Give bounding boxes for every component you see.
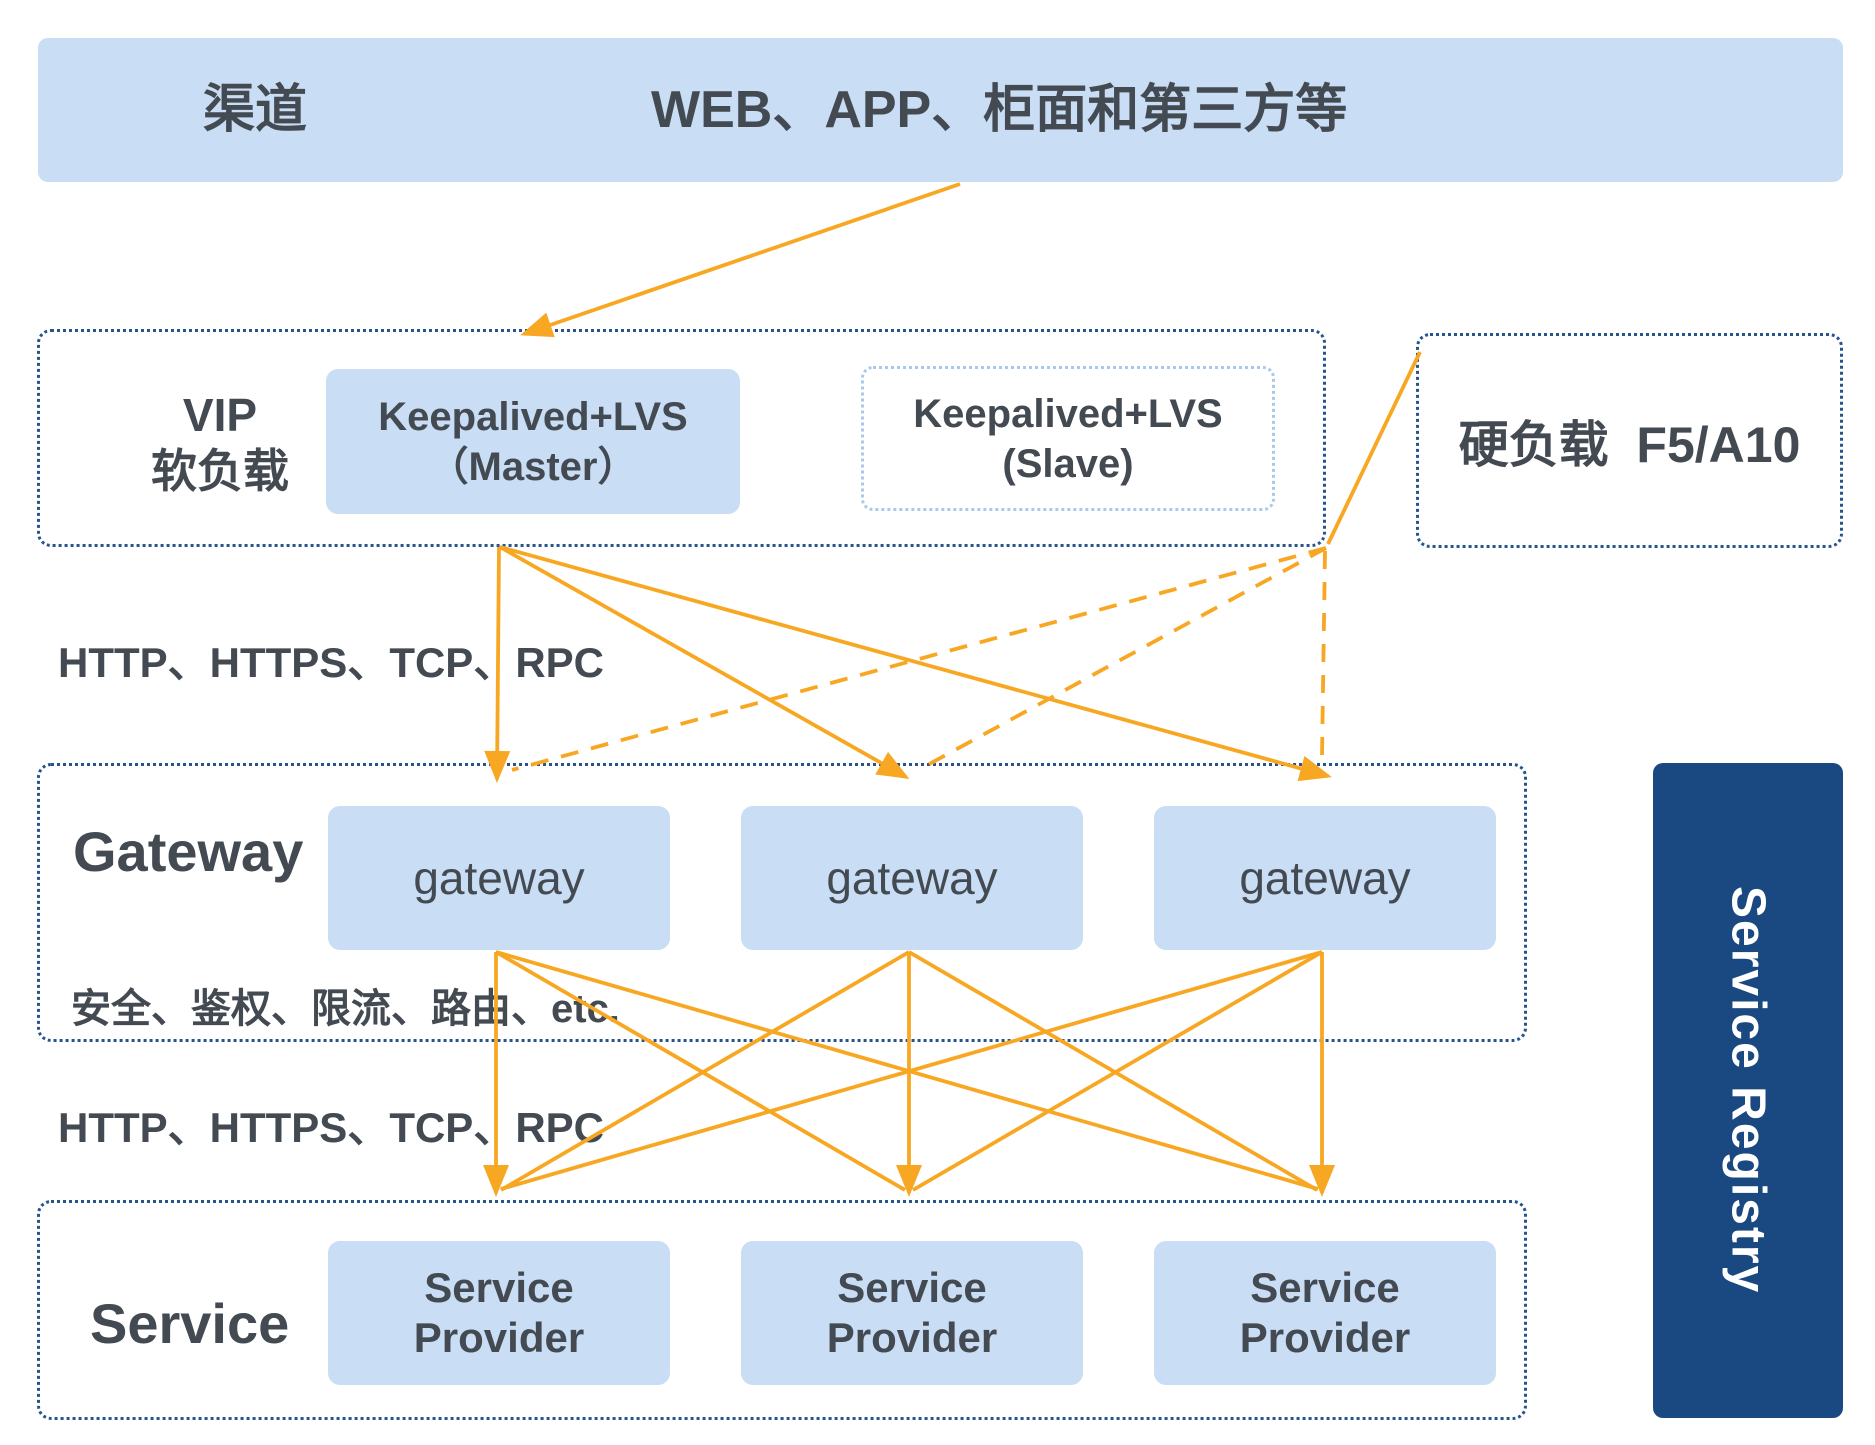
service-registry-bar: Service Registry xyxy=(1653,763,1843,1418)
channel-bar: 渠道 WEB、APP、柜面和第三方等 xyxy=(38,38,1843,182)
arrow-vip-to-gateway3 xyxy=(499,545,1332,782)
channel-bar-content: WEB、APP、柜面和第三方等 xyxy=(651,81,1348,139)
gateway-node-1: gateway xyxy=(328,806,670,950)
line-hardload-to-vip-corner xyxy=(1326,351,1422,545)
service-registry-label: Service Registry xyxy=(1721,886,1775,1295)
protocol-label-bottom: HTTP、HTTPS、TCP、RPC xyxy=(58,1104,605,1151)
gateway-features-label: 安全、鉴权、限流、路由、etc. xyxy=(71,987,620,1031)
dashed-vip-corner-to-gateway3 xyxy=(1320,550,1327,758)
vip-section-title: VIP 软负载 xyxy=(151,389,289,497)
gateway-section-title: Gateway xyxy=(73,820,304,883)
dashed-vip-corner-to-gateway2 xyxy=(921,546,1327,770)
gateway-container: Gateway gateway gateway gateway 安全、鉴权、限流… xyxy=(37,763,1527,1042)
service-provider-node-2: Service Provider xyxy=(741,1241,1083,1385)
service-provider-node-1: Service Provider xyxy=(328,1241,670,1385)
hard-load-f5-a10-box: 硬负载 F5/A10 xyxy=(1416,333,1843,548)
dashed-vip-corner-to-gateway1 xyxy=(511,546,1327,772)
gateway-node-3: gateway xyxy=(1154,806,1496,950)
arrow-channel-to-vip xyxy=(520,182,961,338)
channel-bar-label: 渠道 xyxy=(203,81,308,139)
vip-soft-load-container: VIP 软负载 Keepalived+LVS （Master） Keepaliv… xyxy=(37,329,1326,547)
service-provider-node-3: Service Provider xyxy=(1154,1241,1496,1385)
service-container: Service Service Provider Service Provide… xyxy=(37,1200,1527,1420)
service-section-title: Service xyxy=(90,1292,290,1355)
keepalived-slave-node: Keepalived+LVS (Slave) xyxy=(861,366,1275,511)
protocol-label-top: HTTP、HTTPS、TCP、RPC xyxy=(58,639,605,686)
gateway-node-2: gateway xyxy=(741,806,1083,950)
keepalived-master-node: Keepalived+LVS （Master） xyxy=(326,369,740,514)
